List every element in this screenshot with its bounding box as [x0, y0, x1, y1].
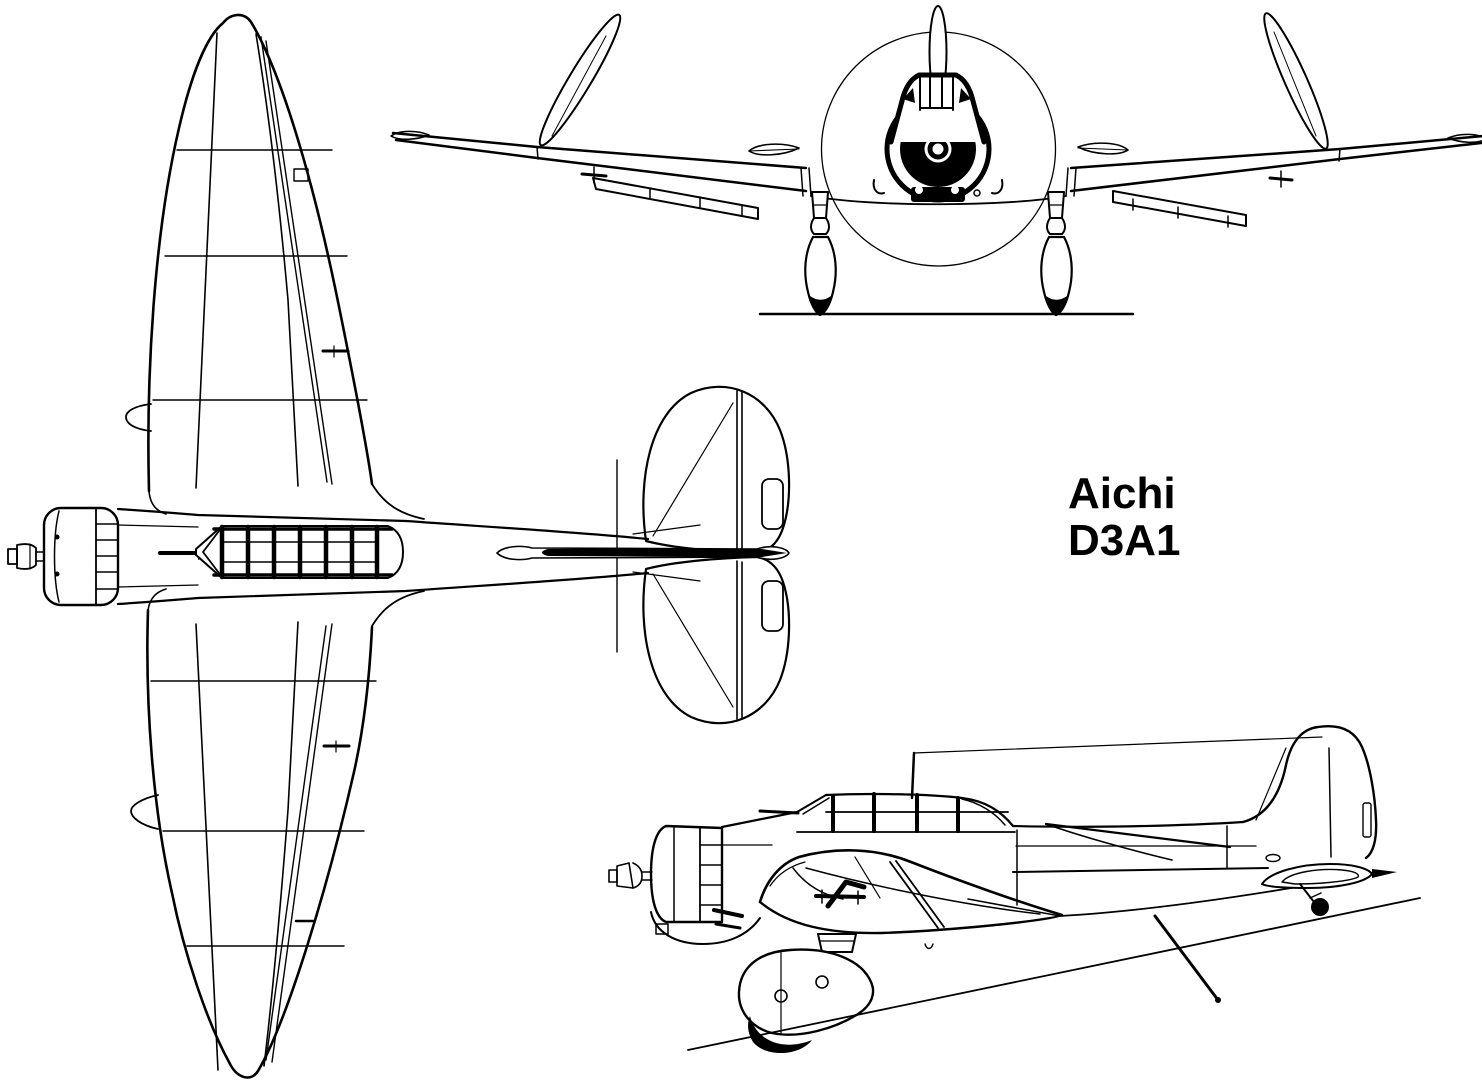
- top-view-drawing: [7, 13, 791, 1079]
- aircraft-label: Aichi D3A1: [1068, 470, 1181, 564]
- antenna-side: [910, 736, 1323, 800]
- cockpit-canopy-top: [195, 524, 404, 580]
- empennage-top: [496, 385, 791, 725]
- propeller-blades: [538, 5, 1329, 150]
- aircraft-label-line2: D3A1: [1068, 516, 1181, 565]
- engine-cowling-side: [649, 824, 761, 945]
- wings-front: [390, 130, 1482, 228]
- engine-cowling-top: [42, 506, 120, 607]
- spinner-top: [7, 543, 45, 570]
- spinner-side: [608, 862, 653, 889]
- ground-line-side: [687, 897, 1421, 1051]
- tailplane-tips-front: [748, 142, 1129, 156]
- starboard-wing-top: [130, 608, 377, 1079]
- empennage-side: [1044, 725, 1397, 916]
- landing-gear-side: [737, 933, 875, 1054]
- fuselage-top: [116, 483, 650, 627]
- cockpit-canopy-side: [796, 792, 1016, 833]
- chin-intake-front: [872, 179, 1004, 202]
- landing-gear-front: [804, 191, 1073, 317]
- side-view-drawing: [608, 725, 1421, 1054]
- cockpit-canopy-front: [888, 72, 987, 145]
- front-view-drawing: [390, 5, 1482, 317]
- wing-side: [758, 849, 1064, 950]
- fuselage-front: [800, 167, 1077, 206]
- port-wing-top: [125, 13, 374, 493]
- aircraft-label-line1: Aichi: [1068, 469, 1176, 518]
